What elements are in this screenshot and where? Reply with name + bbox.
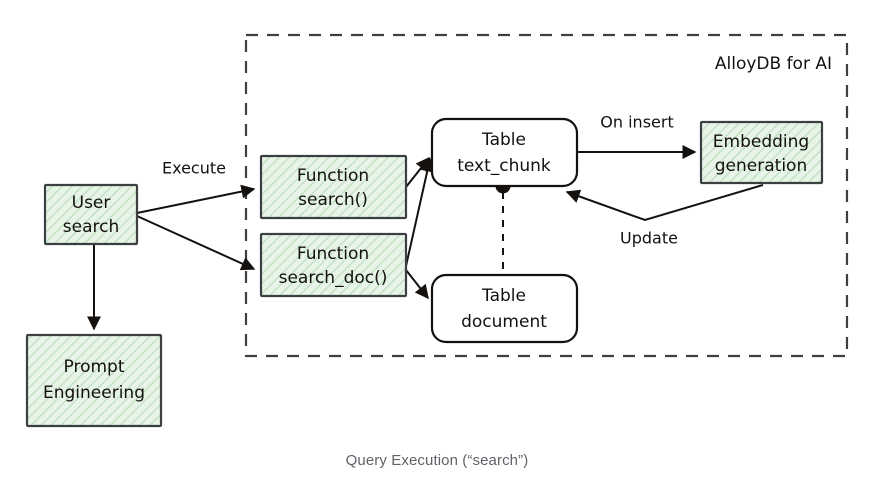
edge-doc-document-line — [405, 269, 429, 300]
edge-on-insert-label: On insert — [600, 113, 673, 132]
node-table-text-chunk-line1: Table — [481, 130, 526, 150]
alloydb-group-label: AlloyDB for AI — [715, 54, 832, 74]
node-function-search-doc-line1: Function — [297, 244, 369, 264]
node-user-search-line1: User — [72, 193, 111, 213]
node-embedding-generation-line1: Embedding — [713, 132, 809, 152]
edge-update-line — [565, 184, 764, 222]
node-function-search-line1: Function — [297, 166, 369, 186]
node-prompt-engineering-box — [25, 333, 163, 428]
node-table-text-chunk-line2: text_chunk — [457, 156, 551, 176]
node-function-search-line2: search() — [298, 190, 368, 210]
node-table-document-box — [430, 273, 579, 344]
edge-update-label: Update — [620, 229, 678, 248]
node-prompt-engineering-line1: Prompt — [64, 357, 125, 377]
diagram-caption: Query Execution (“search”) — [345, 452, 529, 469]
node-prompt-engineering[interactable]: Prompt Engineering — [25, 333, 163, 428]
edge-execute-line — [136, 184, 256, 214]
node-embedding-generation-box — [699, 120, 824, 185]
node-function-search[interactable]: Function search() — [259, 154, 408, 220]
node-function-search-doc-box — [259, 232, 408, 298]
node-function-search-doc[interactable]: Function search_doc() — [259, 232, 408, 298]
node-table-document[interactable]: Table document — [430, 273, 579, 344]
node-table-text-chunk[interactable]: Table text_chunk — [430, 117, 579, 188]
node-prompt-engineering-line2: Engineering — [43, 383, 145, 403]
node-embedding-generation-line2: generation — [715, 156, 807, 176]
node-table-text-chunk-box — [430, 117, 579, 188]
node-function-search-doc-line2: search_doc() — [279, 268, 388, 288]
edge-user-to-doc-line — [136, 215, 256, 271]
edge-doc-chunk-line — [405, 157, 435, 267]
node-table-document-line2: document — [461, 312, 547, 332]
node-embedding-generation[interactable]: Embedding generation — [699, 120, 824, 185]
node-table-document-line1: Table — [481, 286, 526, 306]
node-user-search-line2: search — [63, 217, 119, 237]
node-function-search-box — [259, 154, 408, 220]
edge-execute-label: Execute — [162, 159, 226, 178]
node-user-search[interactable]: User search — [43, 183, 139, 246]
node-user-search-box — [43, 183, 139, 246]
